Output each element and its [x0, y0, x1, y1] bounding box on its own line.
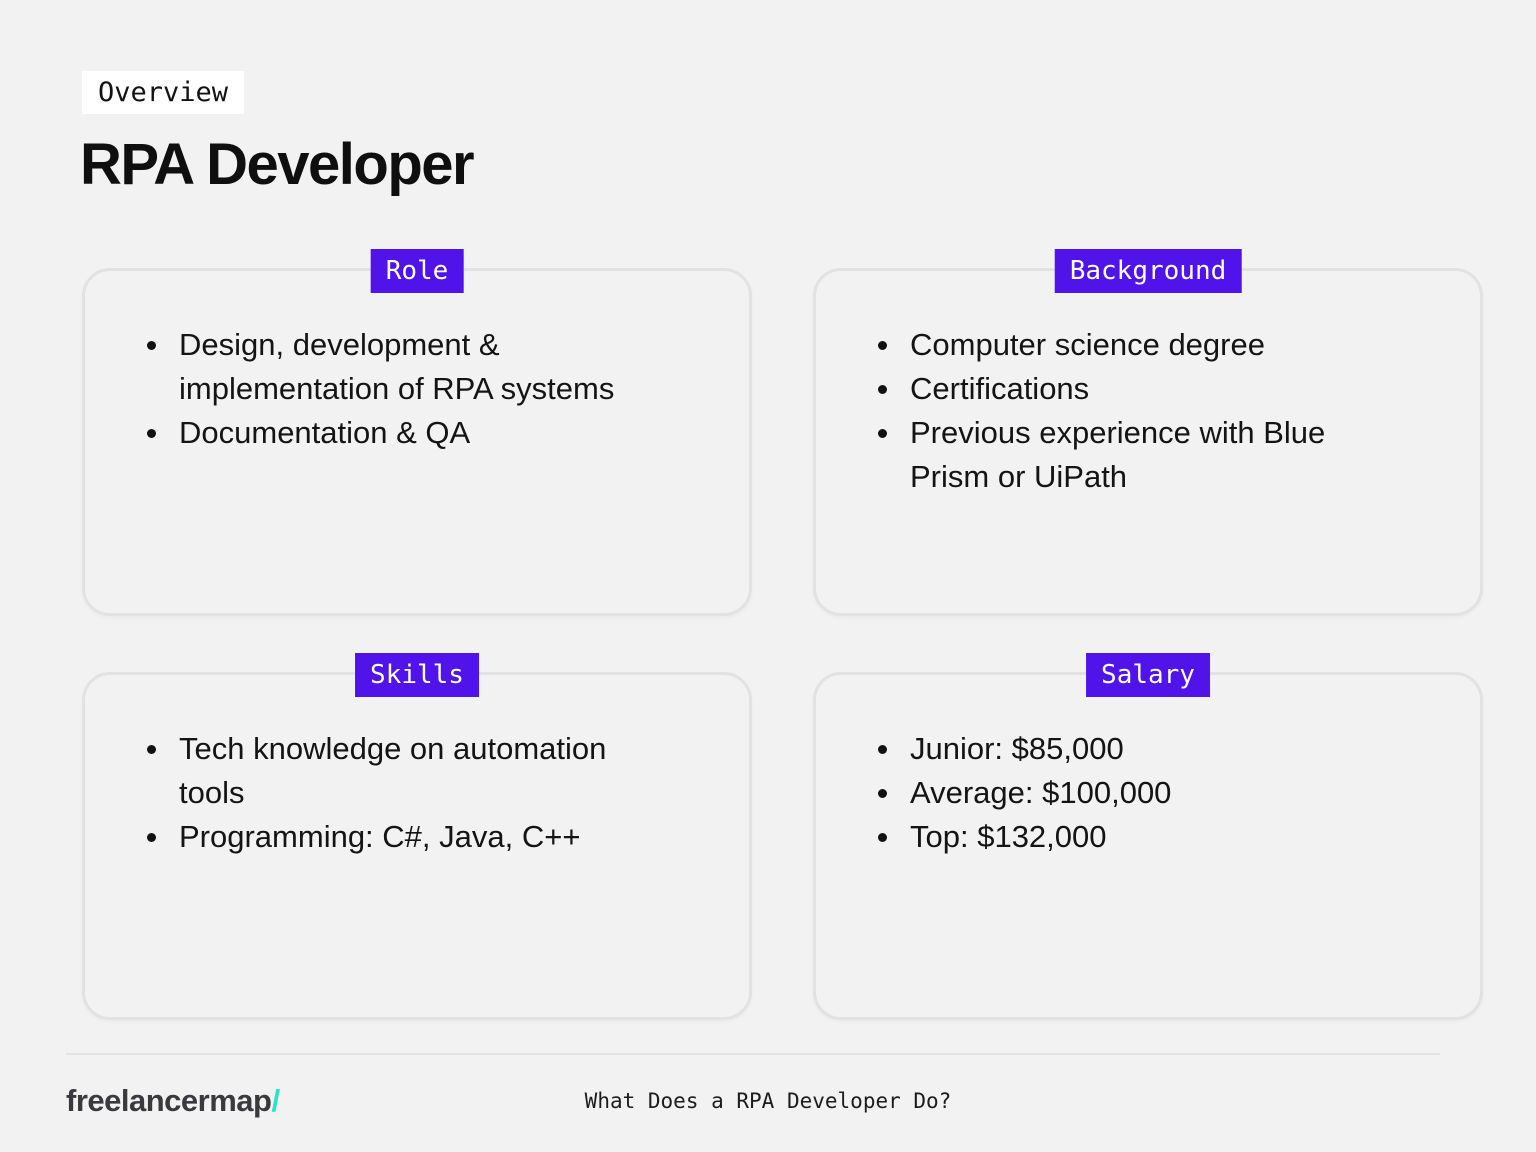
overview-badge: Overview	[82, 71, 245, 114]
skills-list: Tech knowledge on automation tools Progr…	[133, 727, 669, 859]
list-item: Average: $100,000	[864, 771, 1400, 815]
card-grid: Role Design, development & implementatio…	[82, 249, 1483, 1020]
list-item: Certifications	[864, 367, 1400, 411]
logo-slash-icon: /	[271, 1083, 280, 1118]
role-list: Design, development & implementation of …	[133, 323, 669, 455]
background-badge: Background	[1054, 249, 1242, 293]
card-salary: Salary Junior: $85,000 Average: $100,000…	[813, 653, 1483, 1020]
card-role: Role Design, development & implementatio…	[82, 249, 752, 616]
background-list: Computer science degree Certifications P…	[864, 323, 1400, 499]
list-item: Junior: $85,000	[864, 727, 1400, 771]
list-item: Tech knowledge on automation tools	[133, 727, 669, 815]
list-item: Top: $132,000	[864, 815, 1400, 859]
salary-badge: Salary	[1086, 653, 1210, 697]
freelancermap-logo: freelancermap/	[66, 1083, 280, 1119]
footer-caption: What Does a RPA Developer Do?	[584, 1089, 952, 1113]
skills-badge: Skills	[355, 653, 479, 697]
card-background: Background Computer science degree Certi…	[813, 249, 1483, 616]
list-item: Design, development & implementation of …	[133, 323, 669, 411]
footer-divider	[66, 1053, 1440, 1055]
list-item: Computer science degree	[864, 323, 1400, 367]
list-item: Programming: C#, Java, C++	[133, 815, 669, 859]
page-title: RPA Developer	[80, 132, 475, 197]
role-badge: Role	[370, 249, 464, 293]
list-item: Documentation & QA	[133, 411, 669, 455]
salary-list: Junior: $85,000 Average: $100,000 Top: $…	[864, 727, 1400, 859]
list-item: Previous experience with Blue Prism or U…	[864, 411, 1400, 499]
logo-wordmark: freelancermap	[66, 1083, 272, 1118]
card-skills: Skills Tech knowledge on automation tool…	[82, 653, 752, 1020]
